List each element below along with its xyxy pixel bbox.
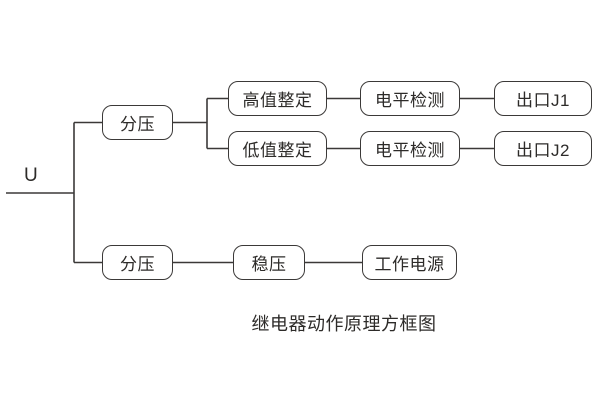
node-voltage-divider-top: 分压 <box>102 105 173 140</box>
node-level-detect-1: 电平检测 <box>360 81 460 116</box>
node-level-detect-2: 电平检测 <box>360 131 460 166</box>
node-output-j1: 出口J1 <box>494 81 592 116</box>
node-output-j2: 出口J2 <box>494 131 592 166</box>
node-voltage-regulator: 稳压 <box>233 245 305 280</box>
node-high-value-setting: 高值整定 <box>228 81 327 116</box>
node-low-value-setting: 低值整定 <box>228 131 327 166</box>
input-voltage-label: U <box>24 165 38 186</box>
node-working-power: 工作电源 <box>362 245 457 280</box>
diagram-caption: 继电器动作原理方框图 <box>251 314 437 334</box>
node-voltage-divider-bottom: 分压 <box>102 245 173 280</box>
